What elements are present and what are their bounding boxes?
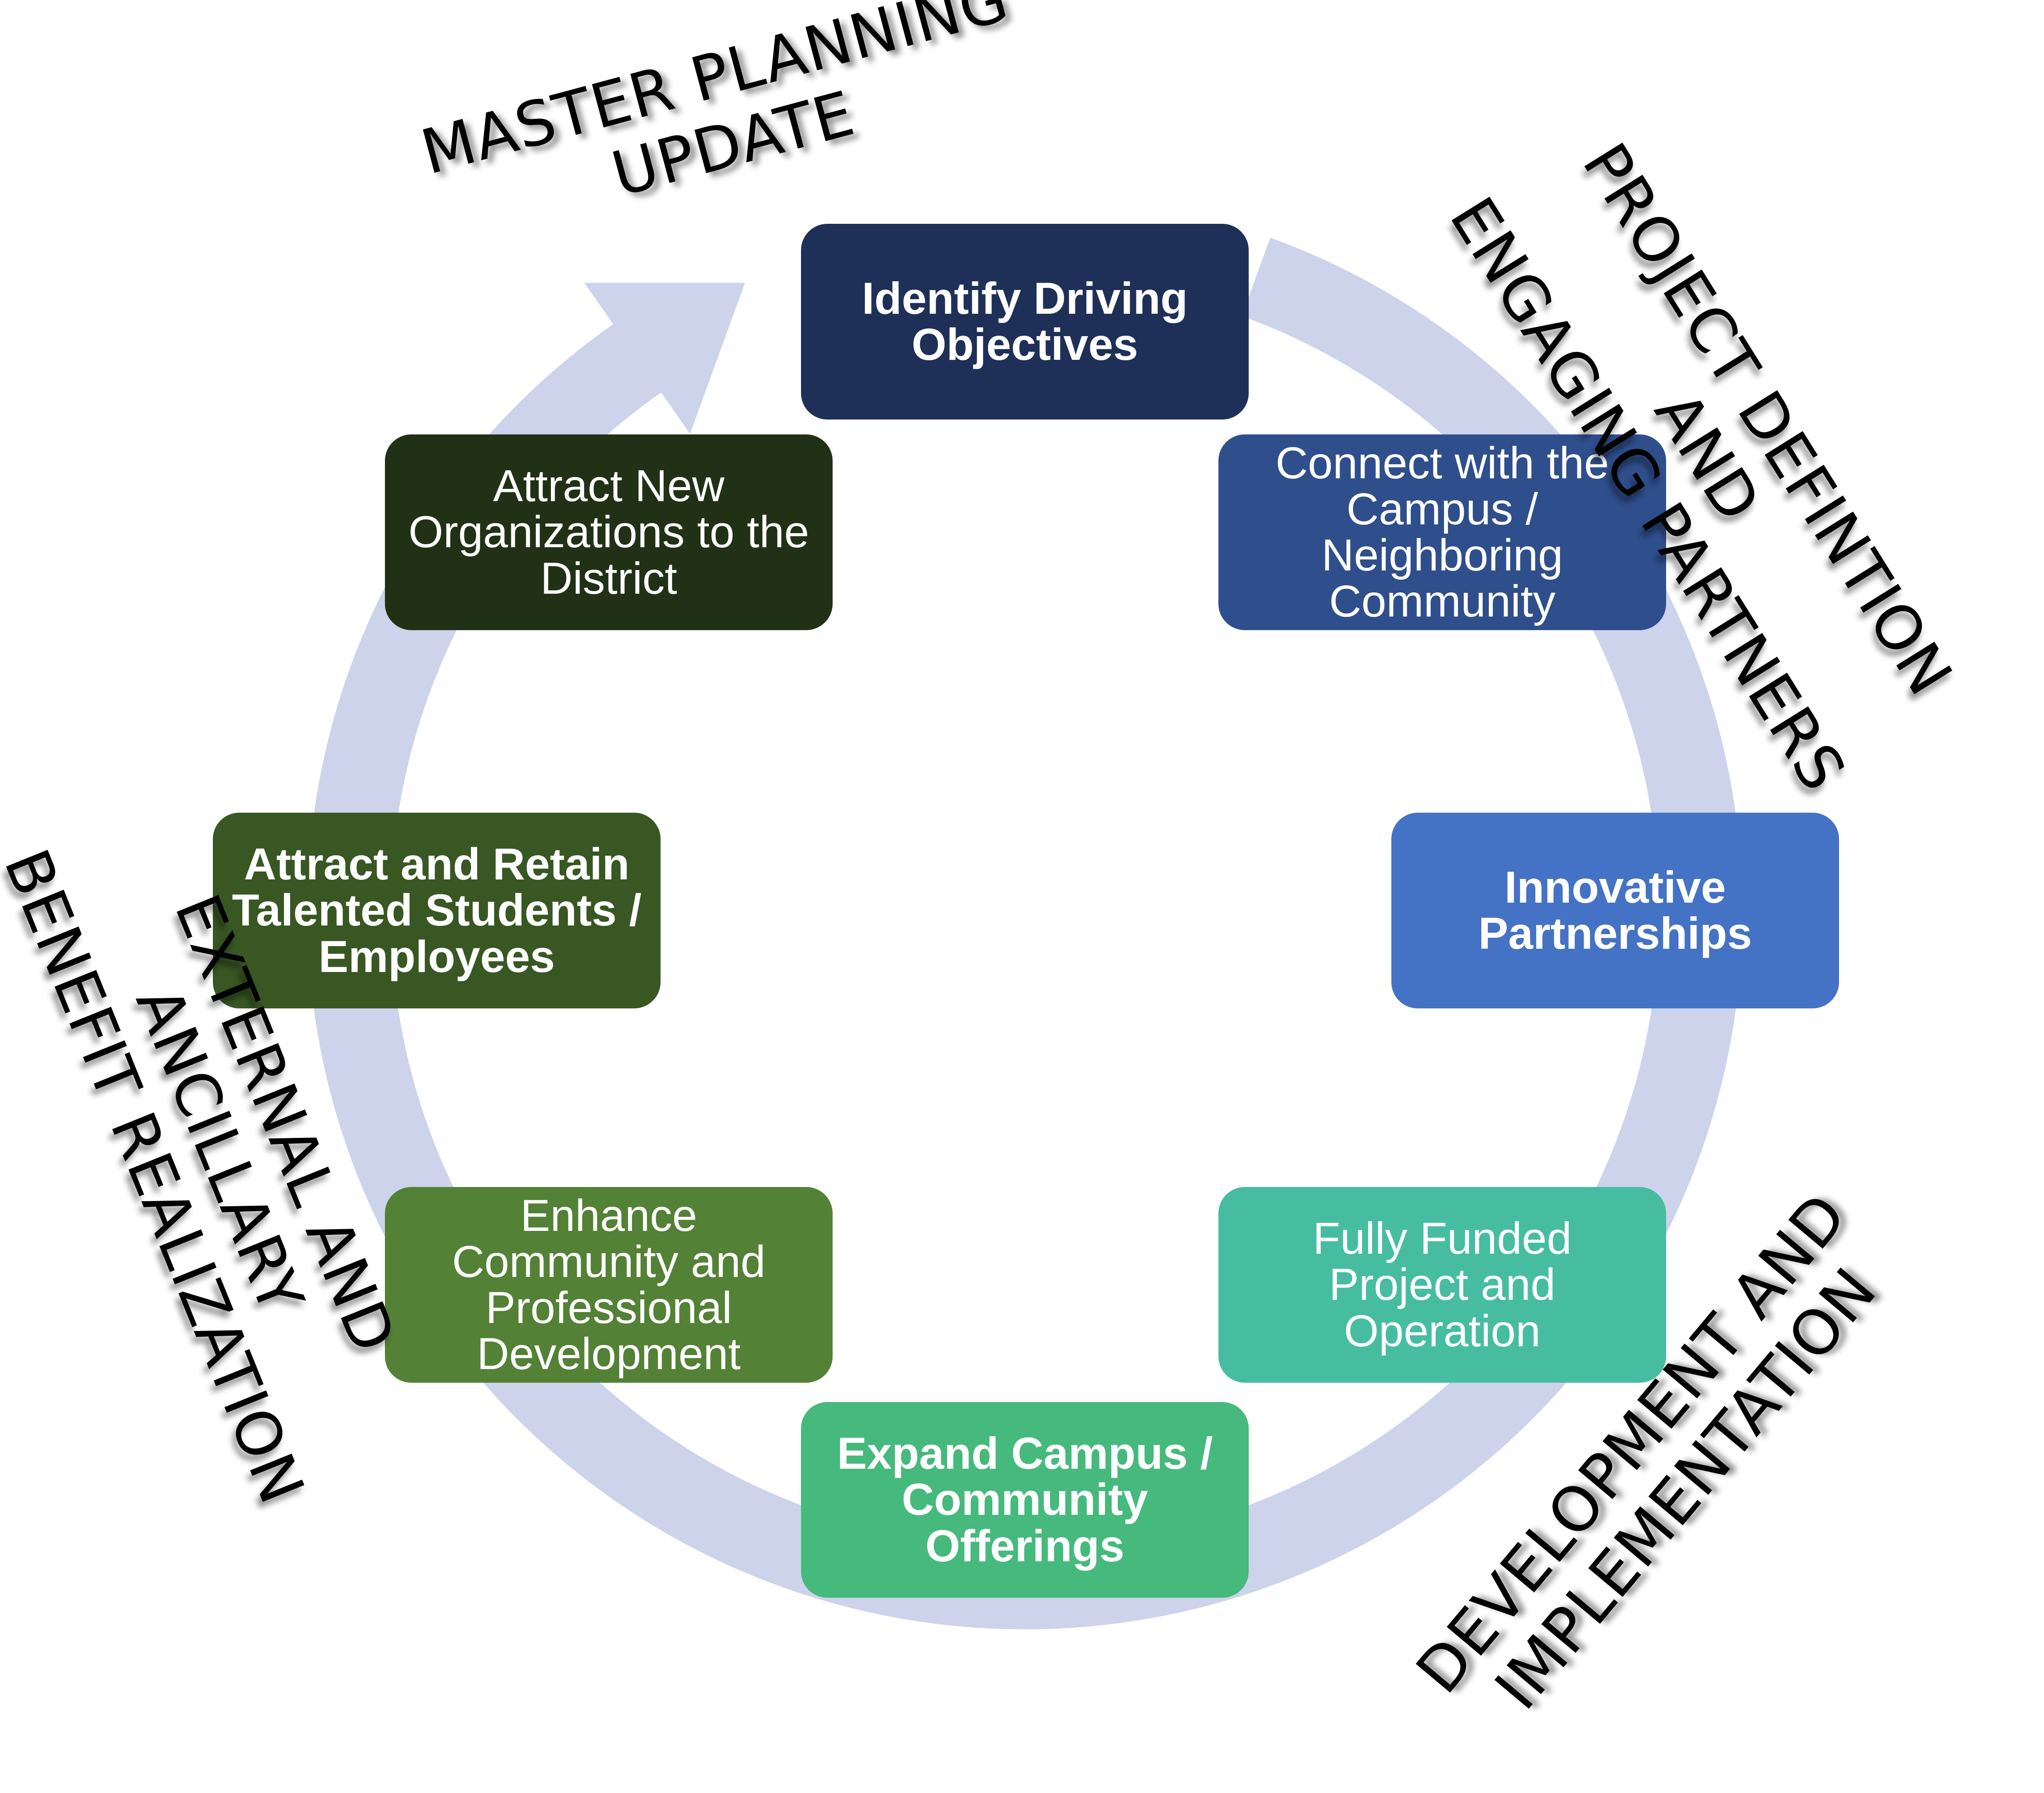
cycle-arrow-head <box>584 283 745 434</box>
node-identify-driving-objectives: Identify Driving Objectives <box>801 224 1249 420</box>
node-enhance-community-development: Enhance Community and Professional Devel… <box>385 1187 833 1383</box>
node-attract-retain-talent: Attract and Retain Talented Students / E… <box>213 813 661 1008</box>
node-expand-campus-offerings: Expand Campus / Community Offerings <box>801 1402 1249 1598</box>
node-fully-funded-project: Fully Funded Project and Operation <box>1218 1187 1666 1383</box>
node-connect-campus-community: Connect with the Campus / Neighboring Co… <box>1218 434 1666 630</box>
node-innovative-partnerships: Innovative Partnerships <box>1391 813 1839 1008</box>
node-attract-new-organizations: Attract New Organizations to the Distric… <box>385 434 833 630</box>
